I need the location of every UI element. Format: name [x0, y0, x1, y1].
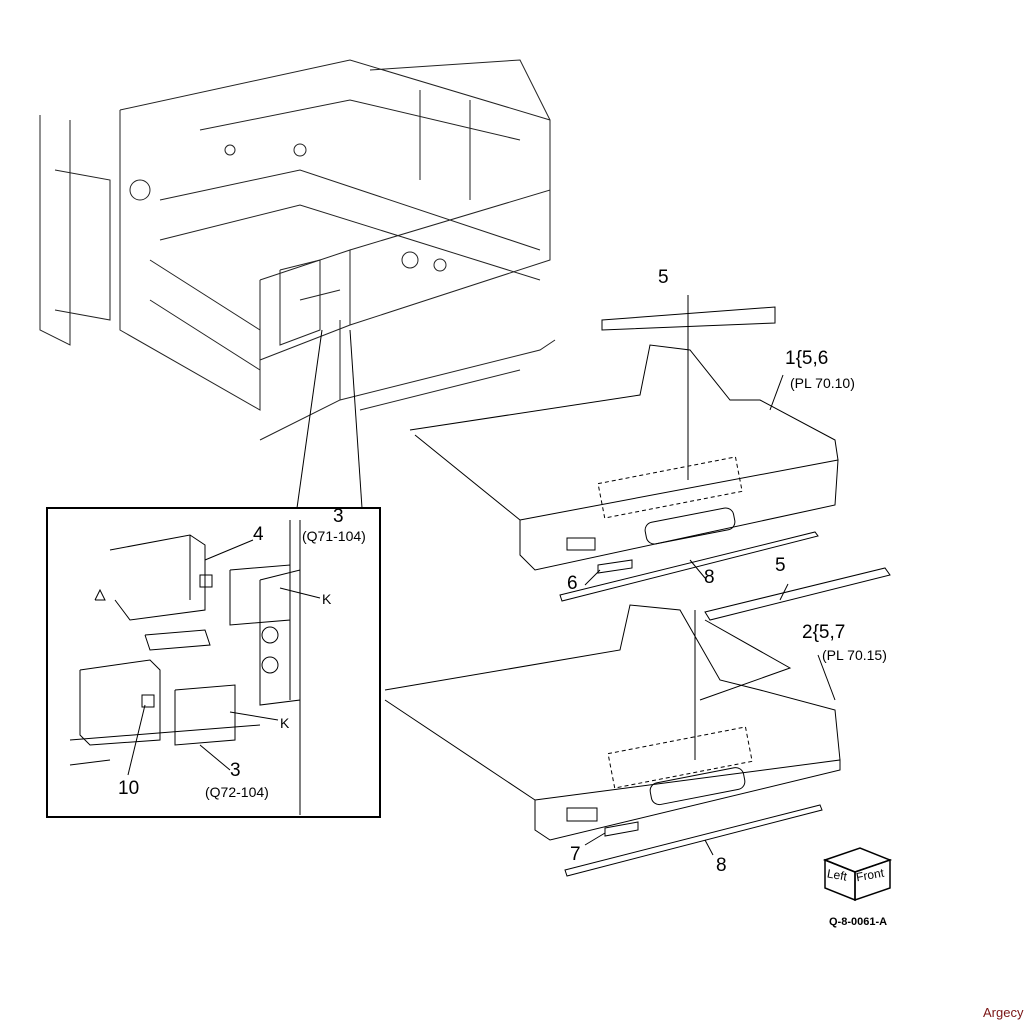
callout-tray1: 1{5,6 [785, 348, 829, 369]
inset-upper-connector: K [322, 591, 332, 607]
inset-upper-part: 3 [333, 506, 344, 527]
figure-code: Q-8-0061-A [829, 916, 888, 928]
inset-lower-part-ref: (Q72-104) [205, 784, 269, 800]
callout-tray1-tag: 6 [567, 573, 578, 594]
callout-tray1-strip: 8 [704, 567, 715, 588]
inset-detail [46, 507, 381, 818]
watermark: Argecy [983, 1005, 1024, 1020]
callout-tray2-strip: 8 [716, 855, 727, 876]
inset-lower-part: 3 [230, 760, 241, 781]
callout-tray2-ref: (PL 70.15) [822, 647, 887, 663]
orientation-cube-icon [822, 847, 893, 902]
zoom-leader [296, 329, 363, 509]
callout-tray2-tag: 7 [570, 844, 581, 865]
inset-upper-part-ref: (Q71-104) [302, 528, 366, 544]
inset-upper-bracket: 4 [253, 524, 264, 545]
inset-lower-bracket: 10 [118, 778, 140, 799]
paper-tray-2 [384, 567, 891, 877]
callout-tray2-label: 5 [775, 555, 786, 576]
paper-tray-1 [409, 295, 839, 602]
callout-tray1-ref: (PL 70.10) [790, 375, 855, 391]
machine-frame [39, 59, 556, 441]
callout-tray2: 2{5,7 [802, 622, 846, 643]
inset-lower-connector: K [280, 715, 290, 731]
callout-tray1-label: 5 [658, 267, 669, 288]
